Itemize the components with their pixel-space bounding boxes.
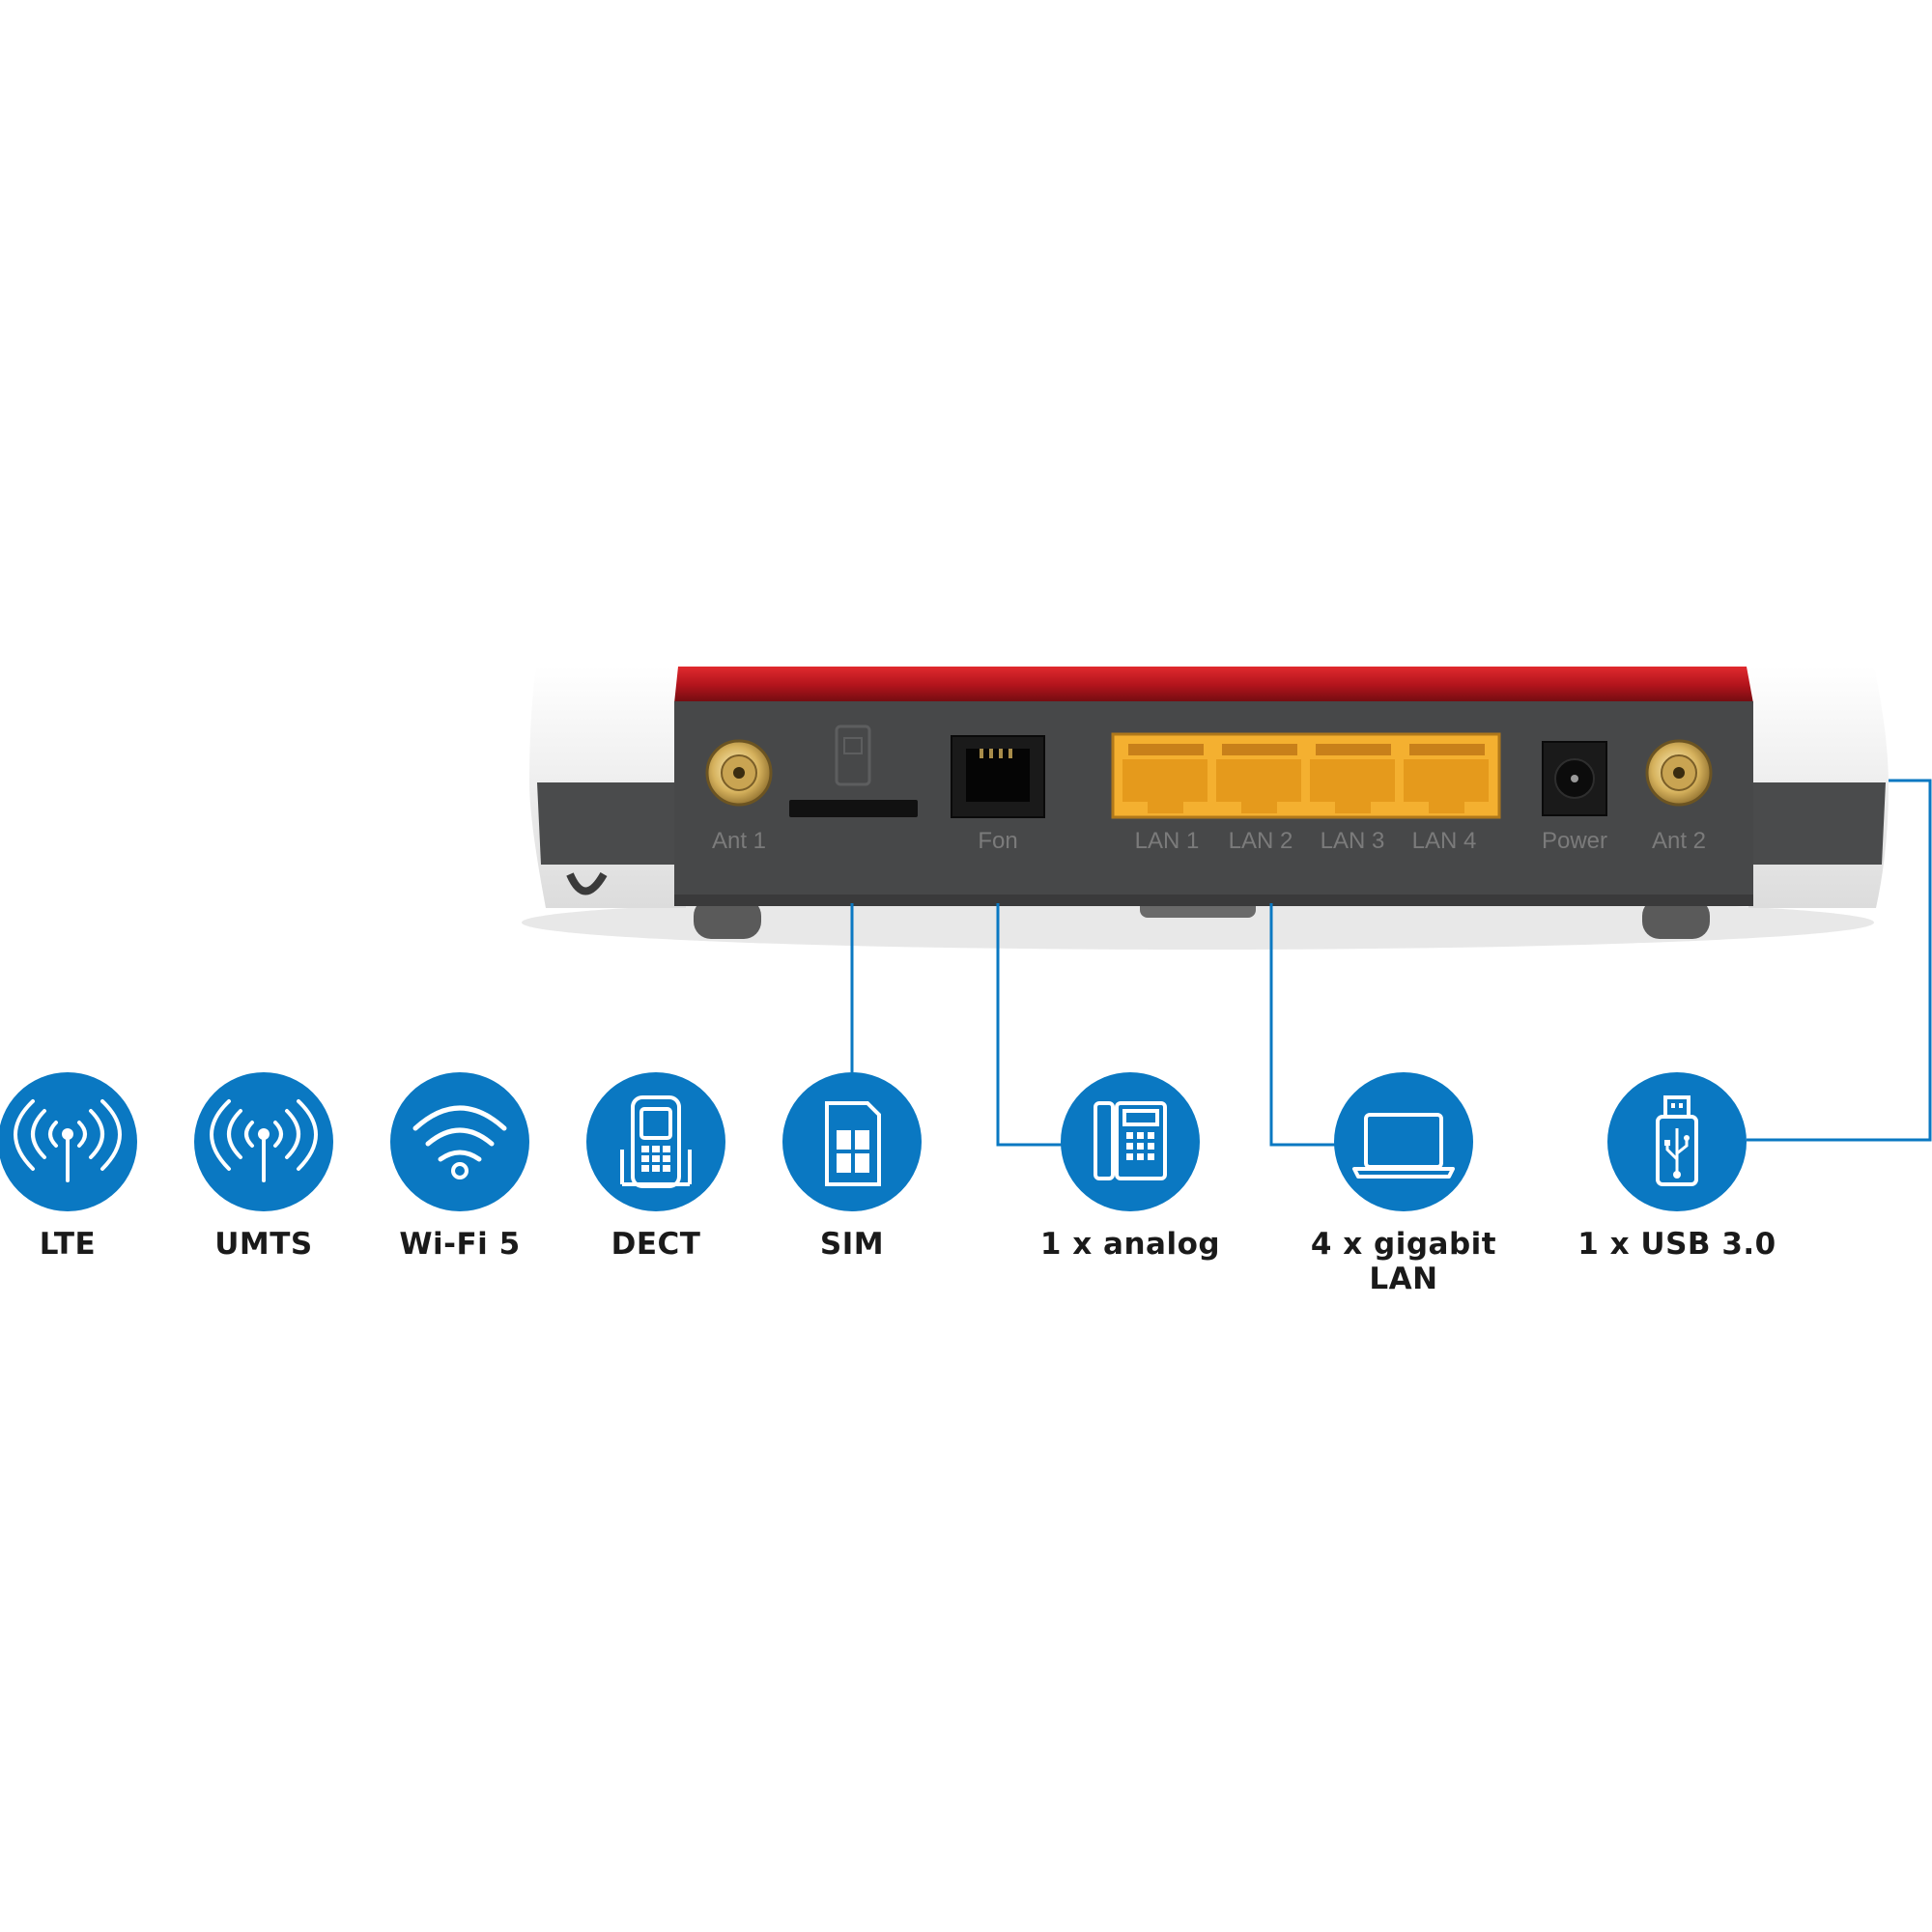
feature-label-lan: 4 x gigabit LAN — [1310, 1227, 1497, 1296]
desk-phone-icon — [1061, 1072, 1200, 1211]
port-label-lan2: LAN 2 — [1229, 828, 1293, 854]
right-end-cap — [1748, 667, 1889, 908]
router-foot — [1642, 898, 1710, 939]
router: Ant 1 Fon — [522, 667, 1889, 950]
lte-antenna-icon — [0, 1072, 137, 1211]
sim-card-icon — [782, 1072, 922, 1211]
connector-line-usb — [1747, 779, 1932, 1142]
lan-port-3[interactable] — [1310, 744, 1395, 813]
sim-slot[interactable] — [789, 724, 918, 817]
router-top-housing — [674, 667, 1753, 703]
wifi-icon — [390, 1072, 529, 1211]
port-label-lan3: LAN 3 — [1321, 828, 1385, 854]
feature-label-usb: 1 x USB 3.0 — [1577, 1227, 1776, 1262]
feature-label-lte: LTE — [39, 1227, 97, 1262]
left-end-cap — [529, 667, 686, 908]
feature-label-analog: 1 x analog — [1039, 1227, 1221, 1262]
port-label-power: Power — [1542, 828, 1607, 854]
antenna-connector-ant1[interactable] — [705, 739, 773, 807]
feature-label-wifi: Wi-Fi 5 — [399, 1227, 521, 1262]
feature-label-umts: UMTS — [214, 1227, 313, 1262]
umts-antenna-icon — [194, 1072, 333, 1211]
lan-port-block — [1111, 732, 1501, 819]
router-foot — [694, 898, 761, 939]
lan-port-1[interactable] — [1122, 744, 1208, 813]
lan-port-2[interactable] — [1216, 744, 1301, 813]
connector-lines — [850, 779, 1932, 1147]
port-label-lan4: LAN 4 — [1412, 828, 1477, 854]
usb-stick-icon — [1607, 1072, 1747, 1211]
dect-phone-icon — [586, 1072, 725, 1211]
power-jack[interactable] — [1542, 741, 1607, 816]
feature-label-sim: SIM — [819, 1227, 885, 1262]
connector-line-lan — [1269, 903, 1335, 1147]
fon-port[interactable] — [951, 735, 1045, 818]
feature-label-dect: DECT — [611, 1227, 701, 1262]
antenna-connector-ant2[interactable] — [1645, 739, 1713, 807]
port-label-lan1: LAN 1 — [1135, 828, 1200, 854]
laptop-icon — [1334, 1072, 1473, 1211]
port-label-ant2: Ant 2 — [1652, 828, 1706, 854]
connector-line-analog — [996, 903, 1063, 1147]
port-label-fon: Fon — [978, 828, 1017, 854]
lan-port-4[interactable] — [1404, 744, 1489, 813]
port-label-ant1: Ant 1 — [712, 828, 766, 854]
